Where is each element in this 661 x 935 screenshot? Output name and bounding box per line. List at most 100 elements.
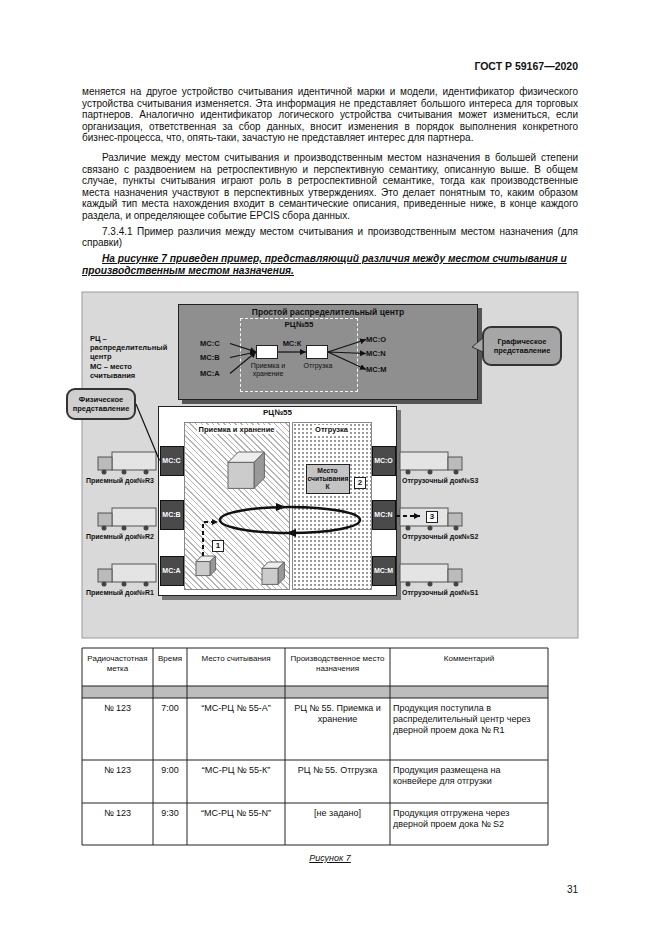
reader-box: МС:М: [372, 556, 396, 586]
text-block: На рисунке 7 приведен пример, представля…: [82, 253, 578, 277]
package-front: [196, 562, 210, 576]
node-text: МС:А: [162, 567, 180, 574]
truck-wheel: [144, 526, 149, 531]
node-text: РЦ№55: [159, 408, 396, 417]
node-text: МС:С: [200, 338, 230, 349]
table-cell: [не задано]: [288, 808, 387, 819]
table-cell: “МС-РЦ № 55-А”: [190, 703, 282, 714]
table-rule: [82, 803, 548, 804]
table-rule: [187, 648, 188, 845]
table-cell: “МС-РЦ № 55-К”: [190, 765, 282, 776]
table-rule: [82, 698, 548, 699]
caption-text: Рисунок 7: [82, 853, 578, 863]
label-text: Отгрузочный док№S1: [402, 589, 502, 596]
reader-label-node: МС:N: [366, 348, 396, 359]
table-rule: [82, 760, 548, 761]
connector: [328, 352, 366, 354]
node-text: МС:О: [366, 334, 396, 345]
truck-wheel: [122, 470, 127, 475]
truck-cab: [448, 569, 462, 582]
label-text: 9:30: [156, 808, 184, 819]
truck-wheel: [428, 582, 433, 587]
truck-wheel: [122, 526, 127, 531]
table-rule: [153, 648, 154, 845]
label-text: Производственное место назначения: [288, 654, 387, 673]
reader-box: МС:N: [372, 500, 396, 530]
figure-ground: [82, 292, 578, 638]
area-box: Место считывания К: [306, 464, 350, 494]
text-block: Приемный док№R3: [86, 477, 176, 484]
label-text: 2: [354, 477, 366, 489]
table-cell: Место считывания: [190, 654, 282, 664]
table-rule: [285, 648, 286, 845]
reader-label-node: МС:М: [366, 364, 396, 375]
table-cell: 7:00: [156, 703, 184, 714]
label-text: “МС-РЦ № 55-N”: [190, 808, 282, 819]
area-box: Приемка и хранение: [184, 422, 290, 590]
table-band: [82, 686, 548, 698]
text-block: Приемный док№R2: [86, 533, 176, 540]
reader-box: МС:А: [160, 556, 184, 586]
area-box: ОтгрузкаМесто считывания К: [292, 422, 372, 590]
node-text: МС:В: [162, 511, 180, 518]
connector: [230, 352, 256, 374]
edge-label-text: МС:К: [272, 339, 312, 348]
node-text: МС:В: [200, 352, 230, 363]
table-rule: [390, 648, 391, 845]
connector: [328, 352, 366, 370]
package-top: [228, 452, 264, 462]
table-cell: “МС-РЦ № 55-N”: [190, 808, 282, 819]
text-block: МС – место считывания: [90, 362, 174, 380]
truck-trailer: [112, 564, 156, 582]
reader-label-node: МС:С: [200, 338, 230, 349]
reader-box: МС:С: [160, 446, 184, 476]
package-side: [210, 556, 216, 576]
table-rule: [548, 648, 549, 845]
node-text: Приемка и хранение: [197, 425, 277, 434]
label-text: На рисунке 7 приведен пример, представля…: [82, 253, 578, 277]
label-text: [не задано]: [288, 808, 387, 819]
truck-trailer: [400, 564, 448, 582]
node-text: МС:М: [374, 567, 393, 574]
label-text: РЦ № 55. Приемка и хранение: [288, 703, 387, 725]
conveyor-arrowhead: [286, 529, 296, 537]
label-text: РЦ № 55. Отгрузка: [288, 765, 387, 776]
connector-group: [136, 340, 366, 461]
text-block: 7.3.4.1 Пример различия между местом счи…: [82, 226, 578, 249]
reader-label-node: МС:О: [366, 334, 396, 345]
edge-label: МС:К: [272, 339, 312, 348]
text-block: РЦ – распределительный центр: [90, 334, 174, 361]
table-cell: Продукция поступила в распределительный …: [393, 703, 545, 736]
truck-trailer: [112, 508, 156, 526]
truck-wheel: [454, 526, 459, 531]
connector: [278, 351, 306, 352]
table-cell: 9:30: [156, 808, 184, 819]
label-text: Отгрузочный док№S2: [402, 533, 502, 540]
truck-wheel: [406, 470, 411, 475]
callout-bubble: Графическое представление: [482, 326, 562, 366]
package-top: [196, 556, 216, 562]
callout-number: 3: [426, 511, 438, 523]
text-block: Отгрузочный док№S1: [402, 589, 502, 596]
package-side: [278, 562, 284, 584]
text-block: меняется на другое устройство считывания…: [82, 86, 578, 144]
truck-trailer: [400, 508, 448, 526]
label-text: Продукция отгружена через дверной проем …: [393, 808, 545, 830]
truck-wheel: [102, 582, 107, 587]
label-text: Отгрузочный док№S3: [402, 477, 502, 484]
connector: [230, 352, 256, 358]
node-text: МС:N: [374, 511, 392, 518]
table-cell: Производственное место назначения: [288, 654, 387, 673]
area-box: РЦ№55Приемка и хранение ОтгрузкаМесто счи…: [158, 406, 397, 596]
label-text: 31: [530, 884, 578, 895]
label-text: Комментарий: [393, 654, 545, 664]
truck-cab: [448, 457, 462, 470]
truck-wheel: [144, 470, 149, 475]
truck-wheel: [102, 526, 107, 531]
reader-label-node: МС:А: [200, 368, 230, 379]
package-side: [254, 452, 264, 488]
node-text: МС:О: [374, 457, 393, 464]
label-text: Продукция поступила в распределительный …: [393, 703, 545, 736]
node-text: Простой распределительный центр: [179, 305, 477, 317]
truck-cab: [98, 569, 112, 582]
